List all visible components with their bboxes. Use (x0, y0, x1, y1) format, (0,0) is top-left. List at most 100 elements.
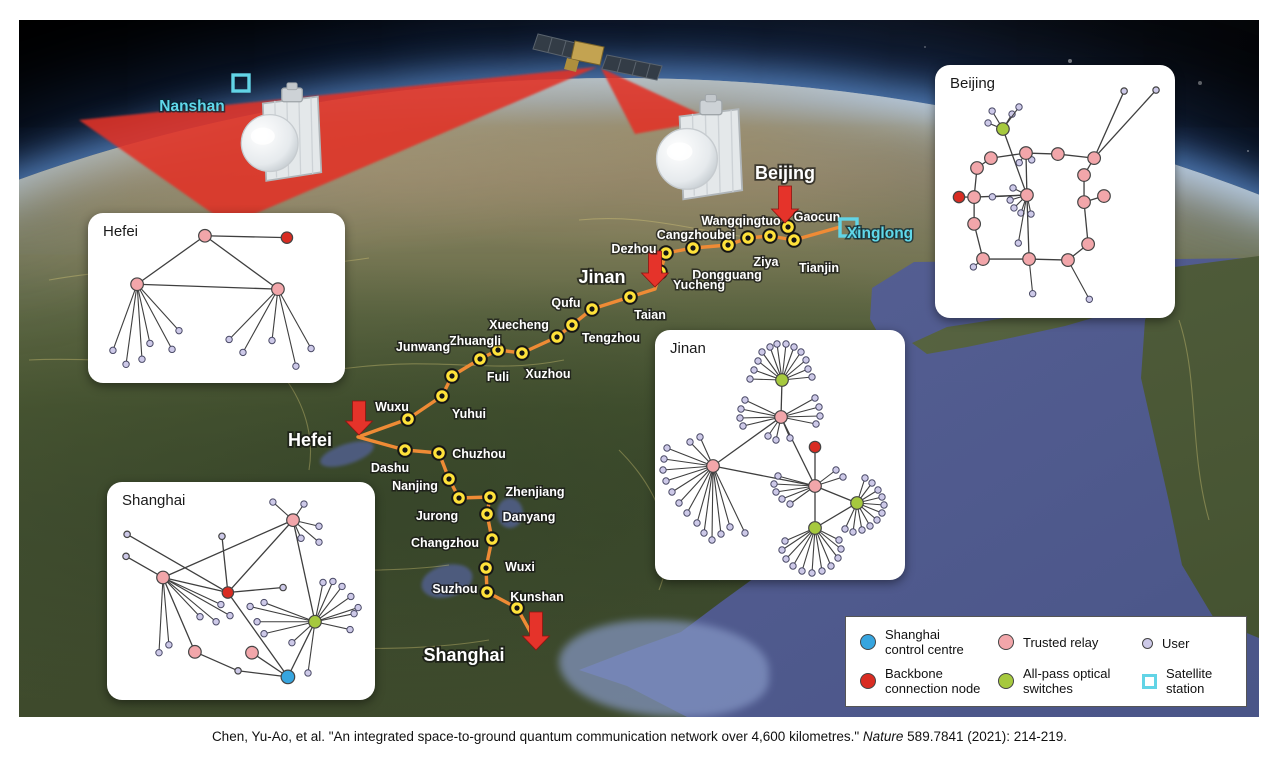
user-node (260, 598, 268, 607)
backbone-node-center (477, 356, 483, 362)
user-node (772, 436, 780, 444)
inset-node-gB (808, 521, 822, 535)
user-node (764, 432, 772, 440)
inset-node-t2 (1152, 86, 1160, 94)
inset-panel-shanghai: Shanghai (107, 482, 375, 700)
user-node (737, 405, 745, 413)
backbone-node-center (483, 565, 489, 571)
user-edge (162, 577, 201, 618)
station-label-wangqingtuo: Wangqingtuo (701, 214, 781, 228)
user-edge (162, 577, 170, 645)
user-node (146, 339, 154, 348)
station-label-suzhou: Suzhou (432, 582, 477, 596)
user-node (253, 618, 261, 626)
user-node (789, 562, 797, 570)
legend-label-line: Trusted relay (1023, 634, 1099, 650)
inset-node-E (1087, 151, 1102, 166)
user-edge (162, 577, 231, 617)
user-node (315, 522, 323, 530)
shanghai-control-centre-marker (860, 634, 876, 650)
inset-node-u3 (218, 532, 226, 541)
trusted-relay-marker (998, 634, 1014, 650)
user-node (168, 345, 176, 354)
user-edge (712, 465, 722, 535)
inset-edge (1026, 195, 1030, 260)
inset-title-shanghai: Shanghai (122, 492, 186, 509)
user-edge (162, 577, 217, 623)
backbone-node-center (456, 495, 462, 501)
inset-graph-beijing (952, 86, 1160, 303)
user-node (736, 414, 744, 422)
inset-edge (814, 485, 858, 504)
user-node (773, 340, 781, 348)
user-edge (242, 288, 279, 353)
user-node (122, 360, 130, 369)
user-edge (228, 288, 279, 340)
inset-edge (287, 621, 316, 678)
user-edge (703, 465, 714, 534)
legend-item-trusted-relay: Trusted relay (998, 634, 1098, 650)
user-node (786, 500, 794, 508)
user-node (292, 362, 300, 370)
legend-label-line: User (1162, 636, 1190, 651)
backbone-node-center (484, 589, 490, 595)
inset-node-r (280, 231, 294, 244)
user-node (988, 193, 997, 201)
inset-edge (227, 519, 294, 593)
user-edge (696, 465, 714, 524)
user-node (988, 107, 996, 115)
user-node (782, 555, 790, 563)
user-node (165, 641, 173, 649)
user-node (175, 326, 183, 335)
inset-edge (204, 235, 287, 239)
user-node (778, 546, 786, 554)
user-node (329, 577, 337, 586)
user-node (984, 119, 992, 127)
station-label-gaocun: Gaocun (794, 210, 841, 224)
inset-graph-hefei (109, 228, 315, 370)
inset-node-grn (308, 614, 322, 629)
yangtze-estuary (559, 620, 769, 717)
inset-node-grn (996, 122, 1010, 136)
inset-edge (237, 670, 288, 678)
inset-edge (227, 586, 284, 594)
inset-node-rp (271, 282, 285, 297)
backbone-node-center (690, 245, 696, 251)
user-edge (1067, 259, 1090, 300)
caption-journal: Nature (862, 729, 904, 744)
map-overlay: GaocunTianjinWangqingtuoZiyaDongguangCan… (28, 33, 1210, 667)
legend-label-line: Satellite (1166, 666, 1213, 681)
user-node (782, 340, 790, 348)
user-node (708, 536, 716, 544)
user-node (841, 525, 849, 533)
caption-pre: Chen, Yu-Ao, et al. "An integrated space… (211, 729, 863, 744)
inset-node-pC (808, 479, 822, 493)
caption-post: 589.7841 (2021): 214-219. (903, 729, 1068, 744)
inset-title-jinan: Jinan (670, 340, 706, 357)
lake-hongze (497, 498, 523, 528)
user-edge (314, 586, 343, 623)
user-node (1006, 196, 1014, 204)
user-node (770, 480, 778, 488)
user-node (772, 488, 780, 496)
user-node (315, 538, 323, 546)
user-node (1015, 158, 1023, 167)
legend-label-line: All-pass optical (1023, 666, 1111, 681)
station-label-tengzhou: Tengzhou (582, 331, 640, 345)
user-edge (662, 465, 714, 471)
user-node (700, 529, 708, 537)
inset-panel-hefei: Hefei (88, 213, 345, 383)
inset-node-red (808, 440, 822, 454)
user-node (839, 473, 847, 481)
inset-node-red (221, 586, 235, 599)
station-label-junwang: Junwang (396, 340, 450, 354)
backbone-node-center (495, 347, 501, 353)
user-node (288, 638, 296, 647)
user-edge (158, 577, 164, 653)
station-label-yuhui: Yuhui (452, 407, 486, 421)
user-node (878, 509, 886, 517)
legend-item-user: User (1142, 636, 1189, 651)
station-label-yucheng: Yucheng (673, 278, 725, 292)
